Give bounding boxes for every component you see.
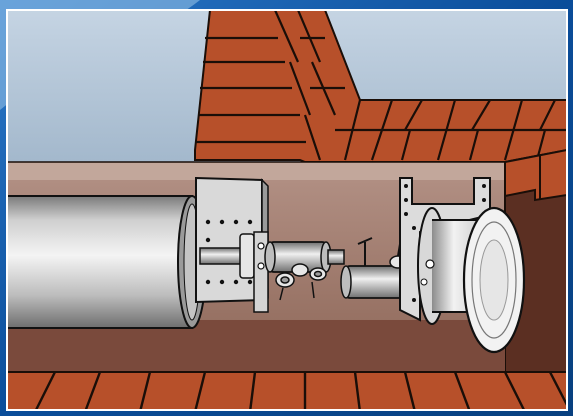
shaft-clamp: [239, 231, 269, 313]
front-brick-floor: [7, 371, 567, 410]
back-brick-wall: [194, 10, 567, 163]
picture-area: [6, 9, 568, 411]
right-top-bricks: [504, 148, 567, 202]
main-pipe: [7, 195, 207, 329]
coupling-sleeve: [264, 241, 345, 273]
cable-reel: [417, 206, 526, 354]
pit-floor: [7, 320, 505, 375]
reel-support-bracket: [399, 177, 491, 322]
coupling-fittings: [275, 263, 327, 301]
picture-border: [6, 9, 568, 411]
